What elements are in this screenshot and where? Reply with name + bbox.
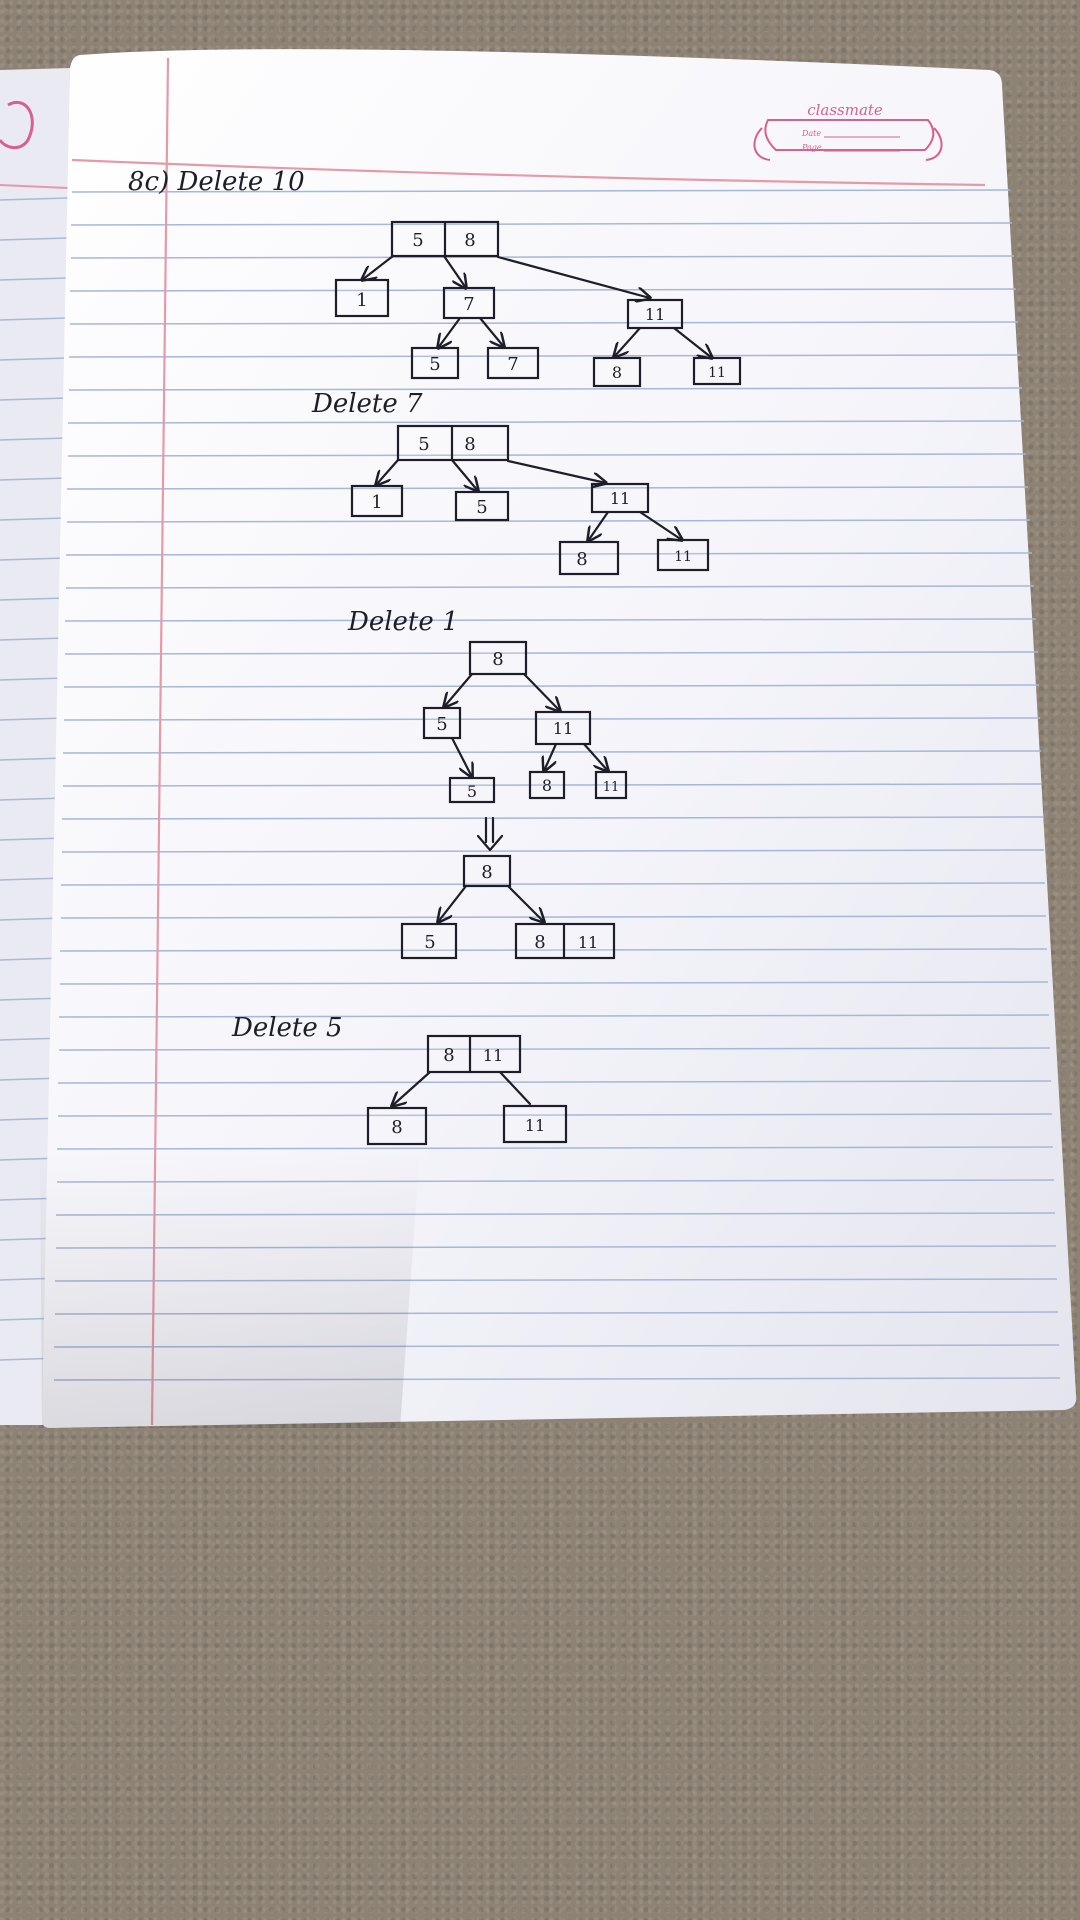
node-key: 8 <box>492 649 503 670</box>
notebook-page <box>40 49 1077 1428</box>
tree-node: 8 <box>366 1106 428 1146</box>
brand-header: classmate Date Page <box>753 101 943 161</box>
tree-node: 7 <box>486 346 540 380</box>
node-key: 5 <box>424 932 435 953</box>
node-key: 11 <box>645 305 665 324</box>
tree-node: 11 <box>692 356 742 386</box>
node-key: 8 <box>391 1117 402 1138</box>
tree-node: 11 <box>626 298 684 330</box>
tree-node: 11 <box>590 482 650 514</box>
section-heading: Delete 7 <box>311 389 423 419</box>
tree-node: 8 <box>558 540 620 576</box>
node-key: 8 <box>542 776 552 795</box>
node-key: 8 <box>481 862 492 883</box>
node-key: 11 <box>525 1116 545 1135</box>
node-key: 11 <box>674 549 692 565</box>
tree-node: 7 <box>442 286 496 320</box>
node-key: 1 <box>356 290 367 311</box>
node-key: 7 <box>463 294 474 315</box>
node-key: 11 <box>553 719 573 738</box>
node-key: 5 <box>418 434 429 455</box>
tree-edges <box>376 458 682 541</box>
node-key: 11 <box>483 1046 503 1065</box>
node-key: 5 <box>412 230 423 251</box>
tree-node: 8 11 <box>514 922 616 960</box>
tree-edges <box>438 884 544 922</box>
node-key: 11 <box>708 365 726 381</box>
implies-arrow-icon <box>476 816 504 852</box>
tree-node: 5 8 <box>390 220 500 258</box>
node-key: 8 <box>464 230 475 251</box>
node-key: 7 <box>507 354 518 375</box>
node-key: 8 <box>612 363 622 382</box>
section-delete-10: 8c) Delete 10 5 8 1 7 11 5 7 8 <box>128 167 742 388</box>
tree-node: 5 <box>448 776 496 804</box>
section-heading: 8c) Delete 10 <box>128 167 305 197</box>
tree-node: 11 <box>534 710 592 746</box>
node-key: 8 <box>576 549 587 570</box>
brand-logo: classmate <box>807 101 883 119</box>
node-key: 1 <box>371 492 382 513</box>
tree-node: 8 <box>592 356 642 388</box>
ruled-lines <box>53 189 1061 1381</box>
node-key: 5 <box>467 782 477 801</box>
section-heading: Delete 5 <box>231 1013 343 1043</box>
tree-node: 1 <box>350 484 404 518</box>
node-key: 8 <box>534 932 545 953</box>
node-key: 5 <box>476 497 487 518</box>
tree-node: 5 8 <box>396 424 510 462</box>
section-delete-7: Delete 7 5 8 1 5 11 8 11 <box>311 389 710 576</box>
node-key: 8 <box>443 1045 454 1066</box>
tree-node: 11 <box>502 1104 568 1144</box>
tree-node: 5 <box>422 706 462 740</box>
node-key: 5 <box>436 714 447 735</box>
section-delete-5: Delete 5 8 11 8 11 <box>231 1013 568 1146</box>
section-delete-1: Delete 1 8 5 11 5 8 11 <box>347 607 628 960</box>
tree-node: 11 <box>656 538 710 572</box>
tree-node: 8 <box>528 770 566 800</box>
tree-node: 8 11 <box>426 1034 522 1074</box>
page-field-label: Page <box>801 143 822 152</box>
tree-edges <box>392 1070 532 1106</box>
tree-node: 8 <box>468 640 528 676</box>
top-margin-line <box>71 158 986 187</box>
tree-edges <box>444 672 608 777</box>
date-field-label: Date <box>801 129 821 138</box>
tree-node: 8 <box>462 854 512 888</box>
tree-edges <box>362 254 712 358</box>
node-key: 11 <box>610 489 630 508</box>
node-key: 11 <box>603 780 620 795</box>
tree-node: 1 <box>334 278 390 318</box>
tree-node: 5 <box>400 922 458 960</box>
section-heading: Delete 1 <box>347 607 459 637</box>
tree-node: 5 <box>410 346 460 380</box>
node-key: 11 <box>578 933 598 952</box>
node-key: 8 <box>464 434 475 455</box>
tree-node: 11 <box>594 770 628 800</box>
tree-node: 5 <box>454 490 510 522</box>
node-key: 5 <box>429 354 440 375</box>
